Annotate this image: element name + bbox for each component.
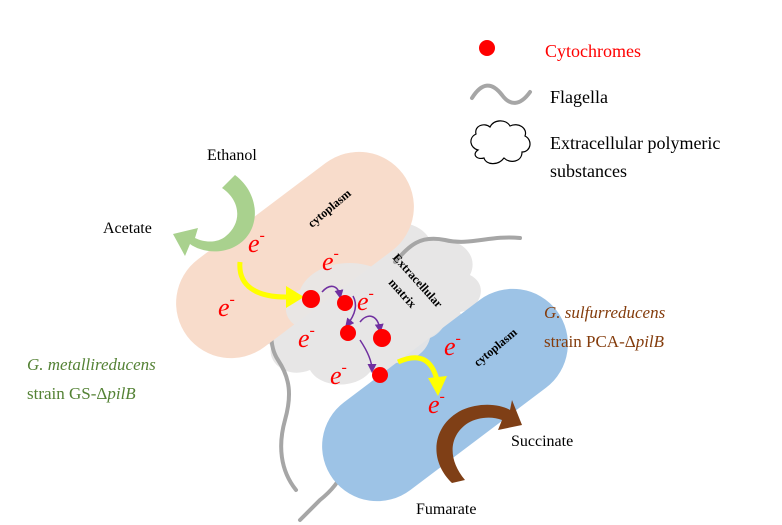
legend-eps-label-line1: Extracellular polymeric	[550, 133, 720, 153]
electron-8: e-	[428, 388, 445, 419]
fumarate-succinate-arrow	[436, 400, 522, 483]
left-transfer-arrow	[237, 261, 304, 308]
succinate-label: Succinate	[511, 433, 573, 450]
electrons: e- e- e- e- e- e- e- e-	[218, 227, 461, 419]
legend-flagella-label: Flagella	[550, 87, 608, 107]
left-strain-label: strain GS-ΔpilB	[27, 384, 136, 403]
electron-5: e-	[298, 322, 315, 353]
fumarate-label: Fumarate	[416, 501, 476, 518]
legend: Cytochromes Flagella Extracellular polym…	[470, 40, 720, 181]
right-cell	[322, 288, 568, 502]
cloud-icon	[470, 120, 531, 165]
ethanol-acetate-arrow	[173, 175, 255, 256]
matrix-overlay	[285, 262, 449, 372]
cytochrome-3	[340, 325, 356, 341]
cytochromes	[302, 290, 391, 383]
red-circle-icon	[479, 40, 495, 56]
cytochrome-5	[372, 367, 388, 383]
right-transfer-arrow	[396, 355, 447, 396]
legend-eps-label-line2: substances	[550, 161, 627, 181]
electron-4: e-	[357, 285, 374, 316]
cytochrome-1	[302, 290, 320, 308]
cytochrome-2	[337, 295, 353, 311]
right-strain-label: strain PCA-ΔpilB	[544, 332, 665, 351]
electron-6: e-	[330, 359, 347, 390]
wavy-line-icon	[470, 83, 532, 105]
ethanol-label: Ethanol	[207, 147, 257, 164]
electron-2: e-	[218, 291, 235, 322]
legend-cytochromes-label: Cytochromes	[545, 41, 641, 61]
cytochrome-4	[373, 329, 391, 347]
electron-3: e-	[322, 245, 339, 276]
left-cell	[176, 151, 414, 359]
left-species-label: G. metallireducens	[27, 355, 156, 374]
electron-1: e-	[248, 227, 265, 258]
electron-7: e-	[444, 330, 461, 361]
right-species-label: G. sulfurreducens	[544, 303, 666, 322]
acetate-label: Acetate	[103, 220, 152, 237]
hop-arrows	[321, 285, 384, 373]
